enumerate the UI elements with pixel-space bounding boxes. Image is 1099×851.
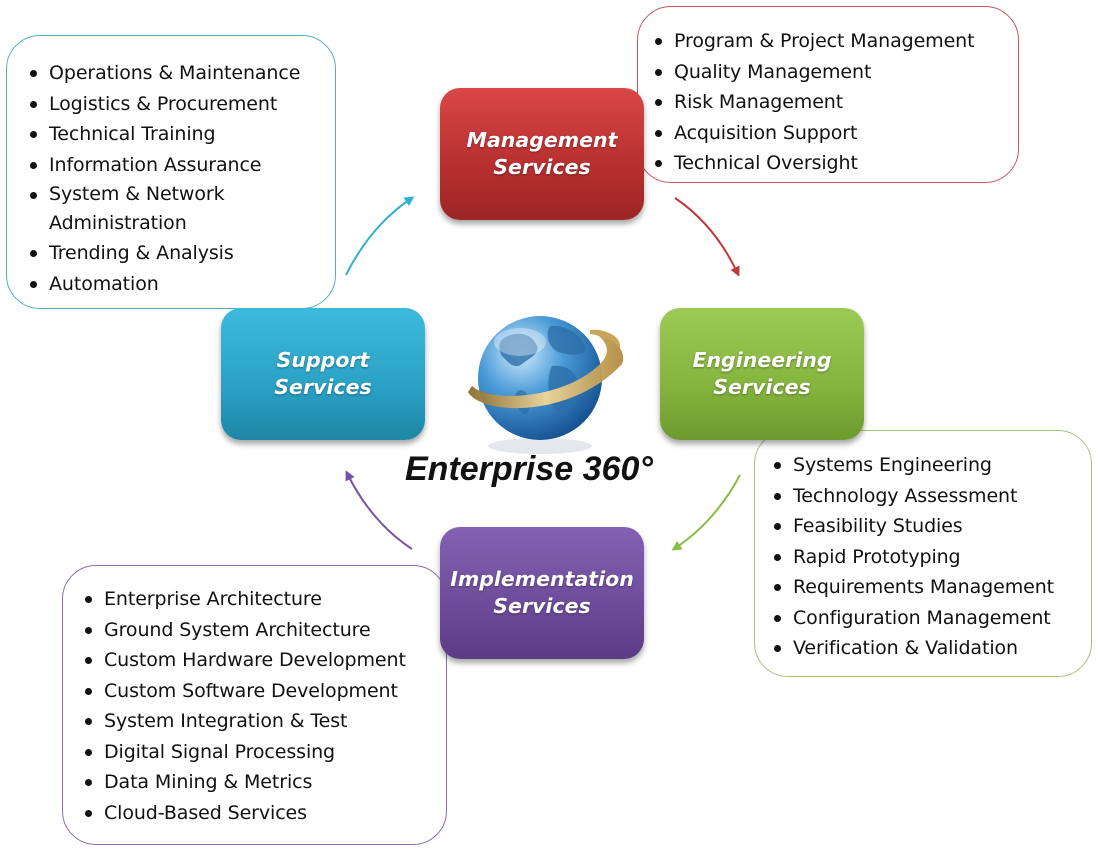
list-item: System & Network Administration — [29, 180, 249, 238]
diagram-title: Enterprise 360° — [405, 450, 653, 488]
list-item: Rapid Prototyping — [773, 542, 1081, 573]
node-label-line2: Services — [493, 594, 591, 618]
implementation-services-list-box: Enterprise Architecture Ground System Ar… — [62, 565, 447, 845]
implementation-services-node: Implementation Services — [440, 527, 644, 659]
list-item: System Integration & Test — [84, 706, 436, 737]
node-label-line2: Services — [274, 375, 372, 399]
arrow-implementation-to-support — [345, 470, 413, 550]
node-label-line2: Services — [713, 375, 811, 399]
list-item: Feasibility Studies — [773, 511, 1081, 542]
list-item: Acquisition Support — [654, 118, 1008, 149]
engineering-services-list: Systems Engineering Technology Assessmen… — [773, 450, 1081, 664]
list-item: Operations & Maintenance — [29, 58, 325, 89]
list-item: Automation — [29, 269, 325, 300]
list-item: Quality Management — [654, 57, 1008, 88]
list-item: Configuration Management — [773, 603, 1081, 634]
arrow-management-to-engineering — [674, 197, 740, 277]
list-item: Cloud-Based Services — [84, 798, 436, 829]
implementation-services-list: Enterprise Architecture Ground System Ar… — [84, 584, 436, 828]
management-services-list-box: Program & Project Management Quality Man… — [637, 6, 1019, 183]
list-item: Enterprise Architecture — [84, 584, 436, 615]
list-item: Verification & Validation — [773, 633, 1081, 664]
list-item: Information Assurance — [29, 150, 325, 181]
list-item: Requirements Management — [773, 572, 1081, 603]
list-item: Logistics & Procurement — [29, 89, 325, 120]
list-item: Ground System Architecture — [84, 615, 436, 646]
list-item: Systems Engineering — [773, 450, 1081, 481]
globe-with-orbit-ring-icon — [468, 316, 624, 454]
support-services-node: Support Services — [221, 308, 425, 440]
node-label-line1: Management — [466, 128, 618, 152]
list-item: Digital Signal Processing — [84, 737, 436, 768]
engineering-services-list-box: Systems Engineering Technology Assessmen… — [754, 430, 1092, 677]
arrow-support-to-management — [345, 196, 415, 276]
node-label-line1: Implementation — [450, 567, 634, 591]
support-services-list-box: Operations & Maintenance Logistics & Pro… — [6, 35, 336, 309]
engineering-services-node: Engineering Services — [660, 308, 864, 440]
list-item: Technical Oversight — [654, 148, 1008, 179]
list-item: Trending & Analysis — [29, 238, 325, 269]
list-item: Program & Project Management — [654, 26, 1008, 57]
node-label-line1: Engineering — [692, 348, 832, 372]
list-item: Technology Assessment — [773, 481, 1081, 512]
list-item: Risk Management — [654, 87, 1008, 118]
management-services-node: Management Services — [440, 88, 644, 220]
list-item: Custom Software Development — [84, 676, 436, 707]
node-label-line2: Services — [493, 155, 591, 179]
node-label-line1: Support — [276, 348, 370, 372]
list-item: Custom Hardware Development — [84, 645, 436, 676]
support-services-list: Operations & Maintenance Logistics & Pro… — [29, 58, 325, 299]
list-item: Technical Training — [29, 119, 325, 150]
management-services-list: Program & Project Management Quality Man… — [654, 26, 1008, 179]
list-item: Data Mining & Metrics — [84, 767, 436, 798]
